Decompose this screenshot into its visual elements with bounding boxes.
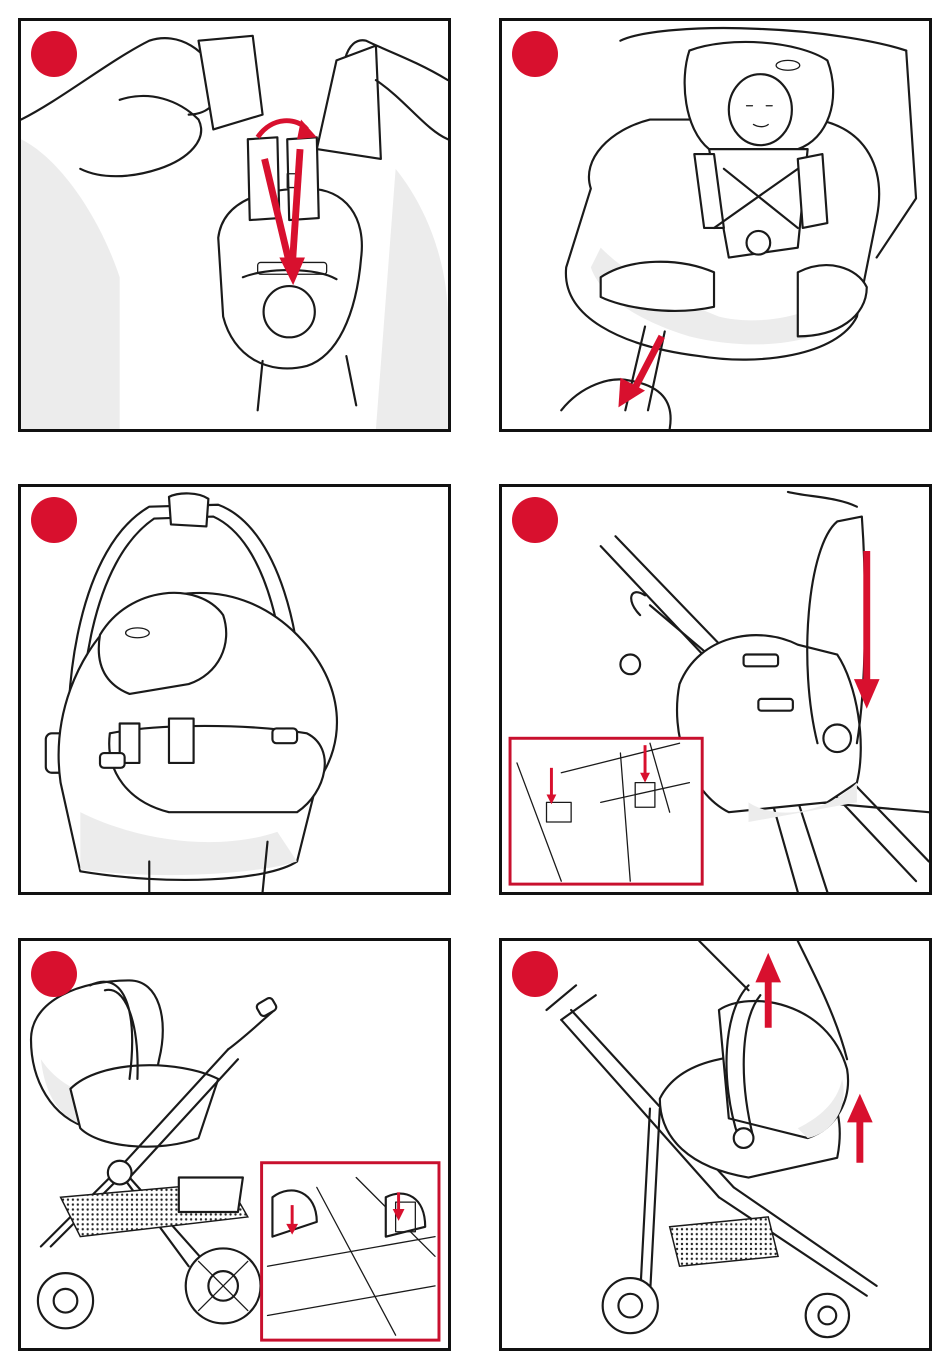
baby-seat-strap-illustration [502,21,929,429]
step-marker-3 [31,497,77,543]
attach-seat-illustration [502,487,929,892]
buckle-insertion-illustration [21,21,448,429]
step-panel-5 [18,938,451,1351]
step-marker-1 [31,31,77,77]
step-panel-1 [18,18,451,432]
step-marker-6 [512,951,558,997]
step-panel-6 [499,938,932,1351]
step-panel-3 [18,484,451,895]
step-marker-4 [512,497,558,543]
step-marker-2 [512,31,558,77]
step-marker-5 [31,951,77,997]
lift-seat-illustration [502,941,929,1348]
carry-handle-illustration [21,487,448,892]
step-panel-4 [499,484,932,895]
detail-inset [510,738,702,884]
seat-on-stroller-illustration [21,941,448,1348]
step-panel-2 [499,18,932,432]
